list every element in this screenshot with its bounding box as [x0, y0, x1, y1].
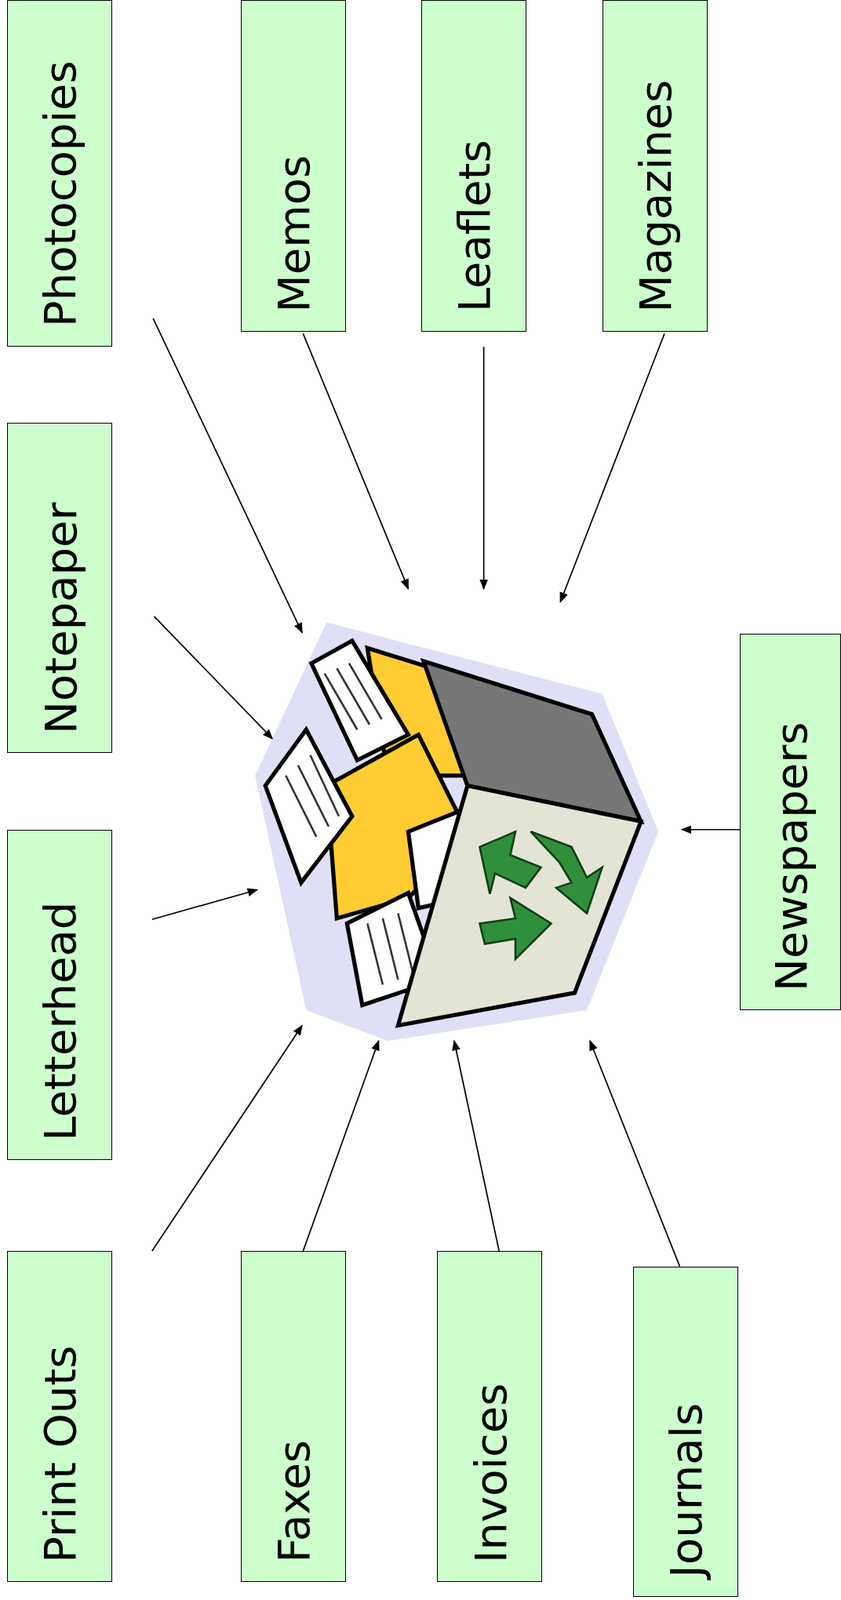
label-text: Leaflets: [449, 139, 500, 313]
leader-arrows: [152, 318, 740, 1267]
recycle-bin: [254, 622, 659, 1042]
label-text: Letterhead: [35, 901, 86, 1141]
label-text: Photocopies: [35, 60, 86, 328]
label-box: Faxes: [240, 1251, 346, 1583]
label-box: Magazines: [602, 0, 708, 332]
label-text: Newspapers: [766, 721, 817, 991]
label-box: Letterhead: [7, 830, 113, 1161]
label-box: Photocopies: [7, 0, 113, 347]
label-text: Journals: [661, 1402, 712, 1578]
label-text: Memos: [269, 154, 320, 313]
label-box: Invoices: [436, 1251, 543, 1583]
label-text: Faxes: [269, 1440, 320, 1563]
label-box: Memos: [240, 0, 346, 332]
label-text: Magazines: [630, 79, 681, 313]
label-text: Notepaper: [35, 502, 86, 734]
label-box: Leaflets: [421, 0, 527, 332]
label-text: Invoices: [465, 1383, 516, 1563]
label-box: Notepaper: [7, 422, 113, 754]
label-box: Newspapers: [739, 633, 841, 1011]
label-text: Print Outs: [35, 1345, 86, 1563]
label-box: Print Outs: [7, 1251, 113, 1583]
label-box: Journals: [633, 1266, 739, 1598]
